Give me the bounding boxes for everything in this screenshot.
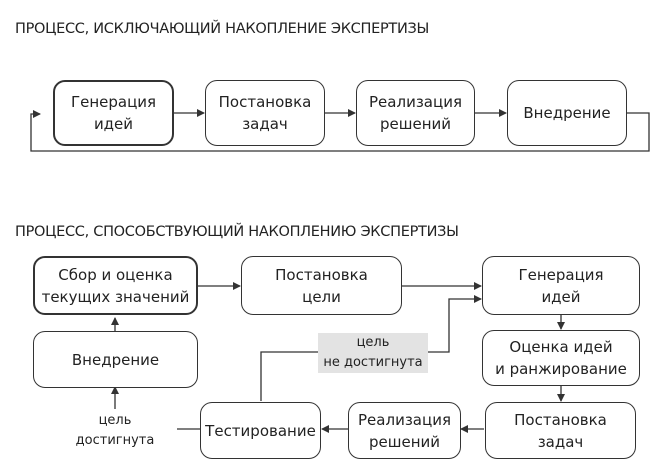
step-task-setting-b: Постановка задач [485, 402, 636, 459]
step-goal-setting: Постановка цели [241, 256, 402, 315]
step-label: Сбор и оценка текущих значений [41, 265, 190, 306]
step-collect-values: Сбор и оценка текущих значений [33, 256, 198, 315]
arrow-test-to-generate [260, 299, 481, 401]
step-label: Генерация идей [518, 265, 604, 306]
step-implementation: Реализация решений [356, 80, 475, 146]
step-label: Реализация решений [369, 93, 462, 133]
step-label: Внедрение [71, 350, 160, 369]
step-idea-evaluation: Оценка идей и ранжирование [482, 330, 640, 386]
label-goal-reached: цель достигнута [75, 413, 155, 448]
step-testing: Тестирование [200, 402, 321, 459]
step-label: Генерация идей [70, 93, 157, 133]
step-label: Постановка задач [514, 410, 607, 451]
step-label: Постановка задач [218, 93, 312, 133]
step-deployment: Внедрение [507, 80, 627, 146]
step-label: Тестирование [205, 421, 316, 440]
step-label: Оценка идей и ранжирование [495, 338, 627, 378]
step-label: Реализация решений [358, 410, 451, 451]
step-task-setting: Постановка задач [205, 80, 325, 146]
step-idea-generation-b: Генерация идей [482, 256, 640, 315]
diagram-title-bottom: ПРОЦЕСС, СПОСОБСТВУЮЩИЙ НАКОПЛЕНИЮ ЭКСПЕ… [15, 224, 459, 240]
step-implementation-b: Реализация решений [348, 402, 461, 459]
step-label: Внедрение [523, 104, 611, 122]
label-goal-not-reached: цель не достигнута [318, 333, 428, 373]
step-idea-generation: Генерация идей [53, 80, 174, 146]
step-label: Постановка цели [275, 265, 368, 306]
step-deployment-b: Внедрение [33, 331, 198, 388]
diagram-title-top: ПРОЦЕСС, ИСКЛЮЧАЮЩИЙ НАКОПЛЕНИЕ ЭКСПЕРТИ… [15, 21, 430, 37]
loop-back-arrow [30, 110, 650, 152]
